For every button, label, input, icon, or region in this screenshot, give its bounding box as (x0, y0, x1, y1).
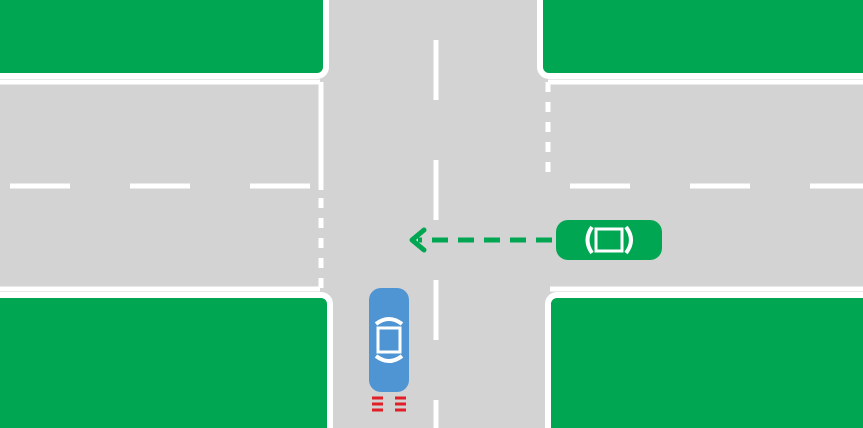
grass-block-bottom-right (548, 295, 863, 428)
green-car (556, 220, 662, 260)
grass-block-top-right (540, 0, 863, 76)
grass-block-top-left (0, 0, 326, 76)
grass-block-bottom-left (0, 295, 330, 428)
